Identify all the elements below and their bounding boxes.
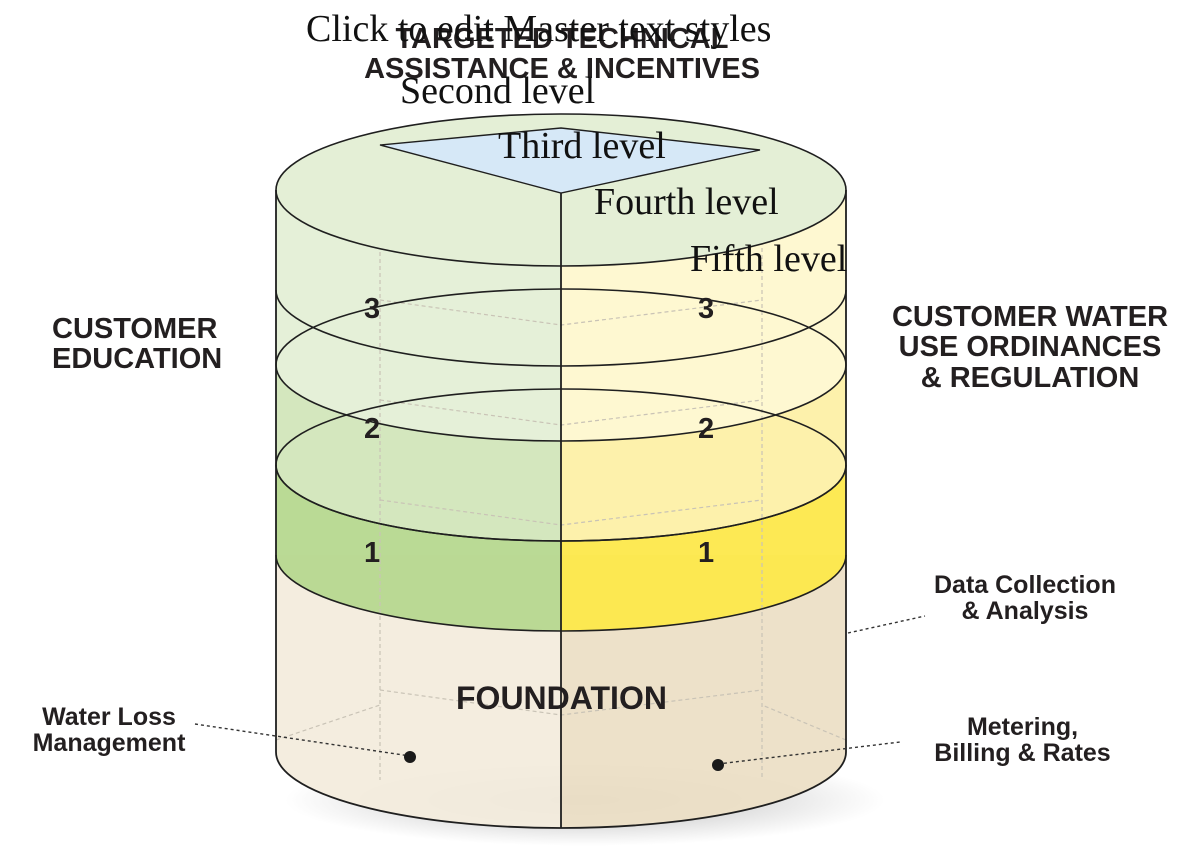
tier-3-right-body	[561, 190, 846, 441]
tier-2-right-number: 2	[698, 413, 715, 445]
tier-2-left-body	[276, 365, 561, 541]
data-collection-callout: Data Collection & Analysis	[934, 571, 1116, 626]
left-label: CUSTOMER EDUCATION	[52, 313, 223, 376]
placeholder-level-5[interactable]: Fifth level	[690, 238, 848, 280]
water-loss-callout: Water Loss Management	[32, 703, 186, 758]
placeholder-level-4[interactable]: Fourth level	[594, 181, 779, 223]
tier-3-right-number: 3	[698, 293, 715, 325]
placeholder-level-1[interactable]: Click to edit Master text styles	[306, 8, 772, 50]
placeholder-level-3[interactable]: Third level	[498, 125, 666, 167]
tier-2-right-body	[561, 365, 846, 541]
tier-3-left-body	[276, 190, 561, 441]
cylinder-outline	[275, 190, 847, 829]
tier-1-left-body	[276, 465, 561, 631]
right-label: CUSTOMER WATER USE ORDINANCES & REGULATI…	[891, 301, 1169, 394]
tier-3-left-number: 3	[364, 293, 381, 325]
metering-callout: Metering, Billing & Rates	[934, 713, 1111, 768]
tier-1-left-number: 1	[364, 537, 381, 569]
tier-1-right-body	[561, 465, 846, 631]
callout-leaders	[194, 615, 926, 765]
foundation-label: FOUNDATION	[456, 680, 667, 716]
placeholder-level-2[interactable]: Second level	[400, 70, 596, 112]
water-loss-dot	[404, 751, 416, 763]
top-label: TARGETED TECHNICAL ASSISTANCE & INCENTIV…	[364, 23, 760, 86]
tier-2-left-number: 2	[364, 413, 381, 445]
tier-1-right-number: 1	[698, 537, 715, 569]
metering-dot	[712, 759, 724, 771]
top-triangle	[379, 127, 761, 194]
